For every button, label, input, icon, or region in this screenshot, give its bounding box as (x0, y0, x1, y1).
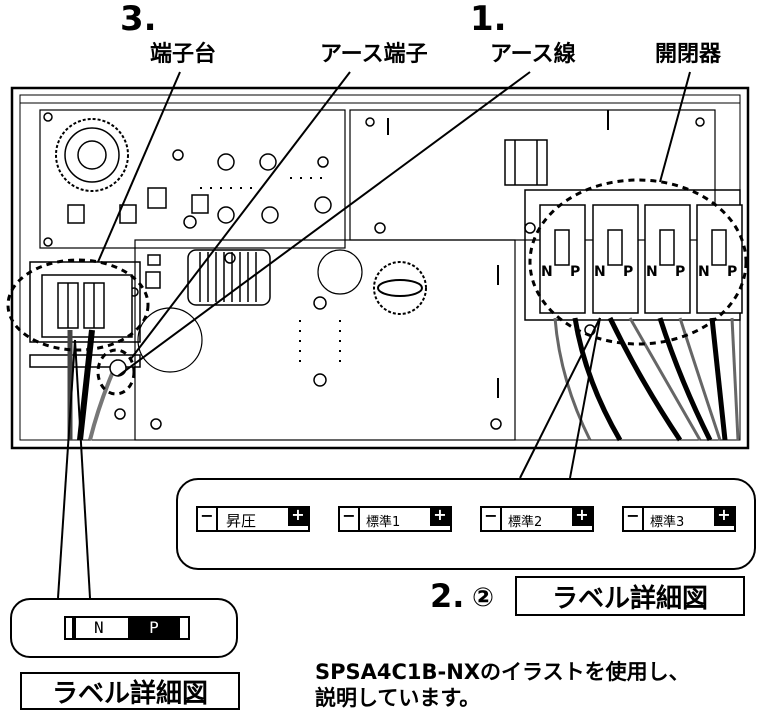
breaker-2-p: P (623, 264, 633, 280)
leader-lines (57, 71, 691, 599)
label-detail-panel: − 昇圧 + − 標準1 + − 標準2 + − 標準3 + (176, 478, 756, 570)
breaker-switches (524, 189, 743, 321)
breaker-wires (553, 316, 740, 442)
label-item-4-minus: − (624, 508, 644, 530)
label-item-1: − 昇圧 + (196, 506, 310, 532)
label-detail-title: ラベル詳細図 (515, 576, 745, 616)
label-item-1-plus: + (288, 506, 308, 526)
circled-number-2: ② (472, 583, 495, 613)
np-label-left-bar (72, 618, 76, 638)
breaker-4-p: P (727, 264, 737, 280)
label-item-4-plus: + (714, 506, 734, 526)
square-sockets (67, 187, 209, 289)
np-label-strip: N P (64, 616, 190, 640)
callout-terminal-block: 端子台 (150, 42, 217, 67)
ground-terminal (109, 359, 127, 377)
callout-ground-wire: アース線 (490, 42, 576, 67)
breaker-1-n: N (541, 264, 553, 280)
label-item-3-plus: + (572, 506, 592, 526)
indicator-marks (387, 110, 609, 398)
inductor-coil (187, 249, 271, 306)
breaker-3-p: P (675, 264, 685, 280)
label-item-4: − 標準3 + (622, 506, 736, 532)
caption-line-2: 説明しています。 (315, 686, 481, 710)
label-item-2-minus: − (340, 508, 360, 530)
label-item-2: − 標準1 + (338, 506, 452, 532)
lower-middle-panel (134, 239, 516, 441)
label-item-2-plus: + (430, 506, 450, 526)
callout-breaker: 開閉器 (655, 42, 722, 67)
label-item-3-minus: − (482, 508, 502, 530)
dashed-highlights (6, 178, 748, 396)
breaker-3-n: N (646, 264, 658, 280)
step-2-number: 2. (430, 577, 465, 615)
screws (43, 112, 705, 430)
toroid-coil (55, 118, 129, 192)
label-item-1-text: 昇圧 (226, 512, 257, 530)
np-label-n: N (94, 618, 104, 637)
callout-ground-terminal: アース端子 (320, 42, 428, 67)
label-item-2-text: 標準1 (366, 515, 401, 530)
np-label-panel: N P (10, 598, 238, 658)
breaker-2-n: N (594, 264, 606, 280)
step-3-number: 3. (120, 0, 157, 39)
step-1-number: 1. (470, 0, 507, 39)
label-item-4-text: 標準3 (650, 515, 685, 530)
dotted-traces (200, 177, 341, 370)
breaker-4-n: N (698, 264, 710, 280)
label-item-3-text: 標準2 (508, 515, 543, 530)
caption-line-1: SPSA4C1B-NXのイラストを使用し、 (315, 660, 690, 684)
upper-right-component (504, 139, 548, 186)
np-label-p: P (128, 618, 180, 638)
label-item-3: − 標準2 + (480, 506, 594, 532)
breaker-1-p: P (570, 264, 580, 280)
label-item-1-minus: − (198, 508, 218, 530)
np-label-detail-title: ラベル詳細図 (20, 672, 240, 710)
round-toroid (373, 261, 427, 315)
